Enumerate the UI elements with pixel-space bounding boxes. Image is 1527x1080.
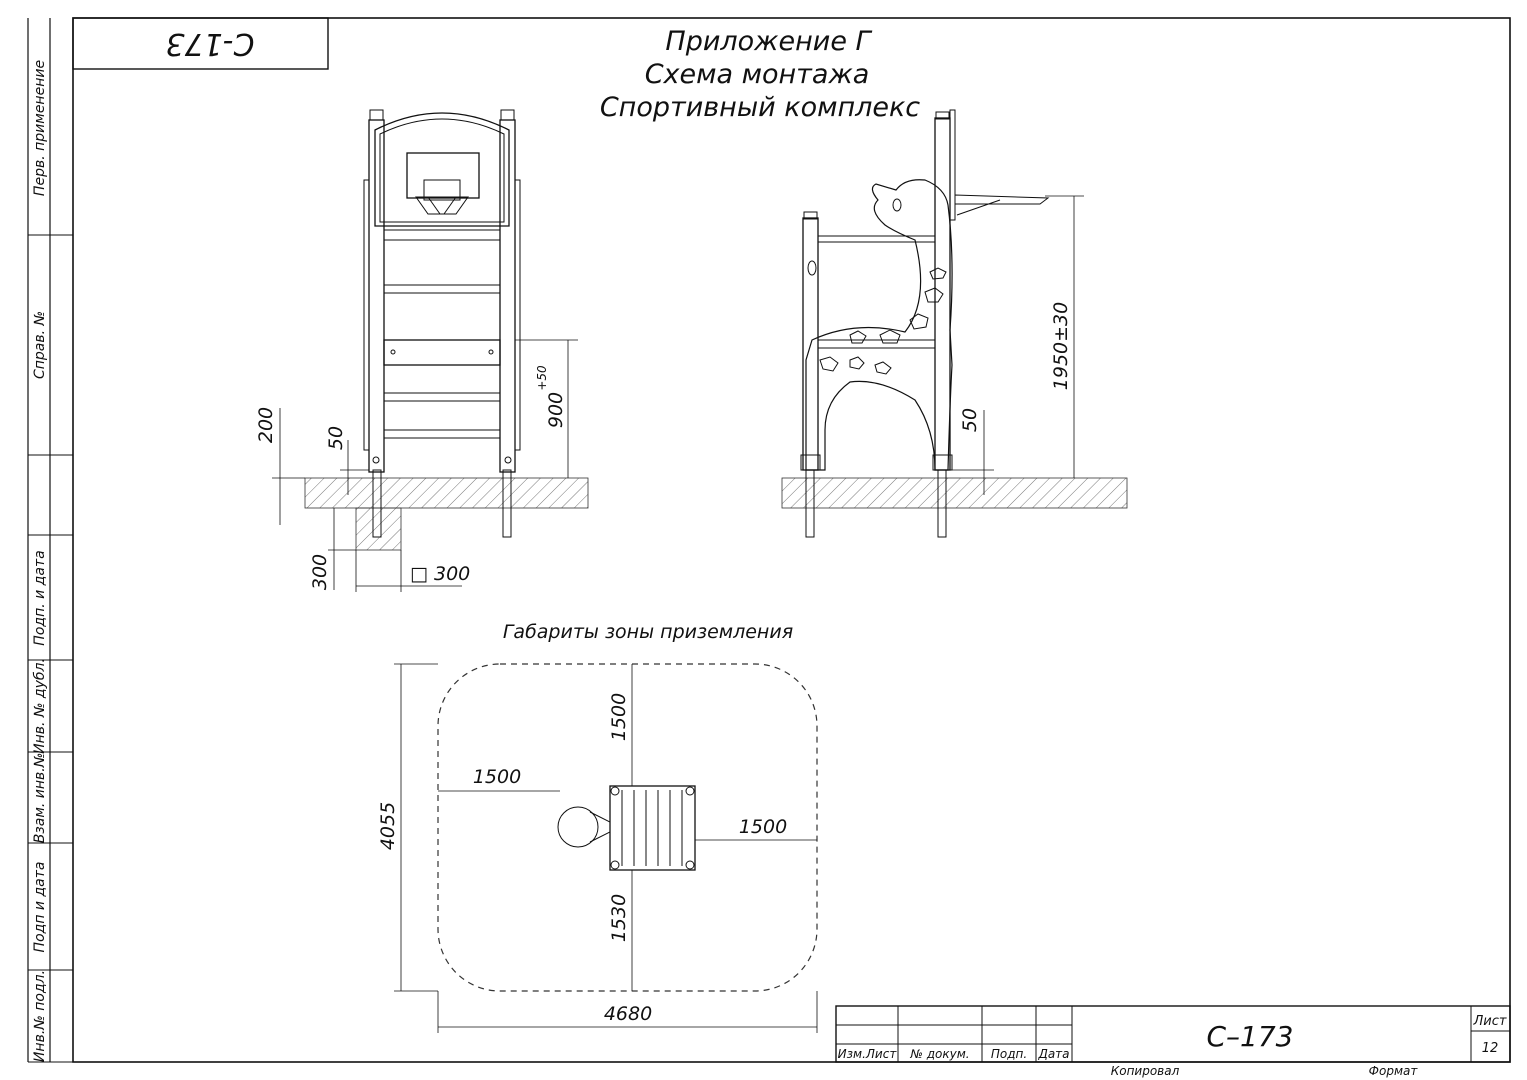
tb-designation: С–173 xyxy=(1207,1020,1294,1053)
dim-front-200: 200 xyxy=(255,407,277,443)
front-footing xyxy=(355,507,402,551)
dim-front-900-tol: +50 xyxy=(535,365,549,391)
title-block: Изм.Лист № докум. Подп. Дата С–173 Лист … xyxy=(835,1005,1511,1078)
tb-format: Формат xyxy=(1369,1064,1419,1078)
front-ground xyxy=(304,477,589,509)
tb-izm-list: Изм.Лист xyxy=(838,1047,898,1061)
title-line-1: Приложение Г xyxy=(665,26,872,57)
tb-data: Дата xyxy=(1037,1047,1069,1061)
side-strip: Перв. применение Справ. № Подп. и дата И… xyxy=(27,18,73,1063)
side-label-podp1: Подп. и дата xyxy=(32,550,48,645)
dim-side-50: 50 xyxy=(959,408,981,432)
side-label-sprav: Справ. № xyxy=(32,311,48,379)
side-ground xyxy=(781,477,1128,509)
tb-podp: Подп. xyxy=(991,1047,1027,1061)
sheet-frame xyxy=(72,17,1511,1063)
side-label-inv-podl: Инв.№ подл. xyxy=(32,970,48,1062)
side-label-podp2: Подп и дата xyxy=(32,862,48,953)
stamp-box xyxy=(72,17,329,70)
dim-side-1950: 1950±30 xyxy=(1050,302,1072,390)
dim-zone-right: 1500 xyxy=(739,816,787,838)
tb-n-dokum: № докум. xyxy=(909,1047,969,1061)
dim-zone-top: 1500 xyxy=(608,693,630,741)
dim-front-900: 900 xyxy=(545,392,567,428)
title-line-3: Спортивный комплекс xyxy=(600,92,920,123)
landing-zone: Габариты зоны приземления 1500 1530 1500… xyxy=(377,621,818,1033)
side-label-inv-dubl: Инв. № дубл. xyxy=(32,658,48,754)
side-label-perv: Перв. применение xyxy=(32,60,48,196)
dim-zone-height: 4055 xyxy=(377,802,399,850)
dim-zone-left: 1500 xyxy=(473,766,521,788)
dim-front-300: 300 xyxy=(309,554,331,590)
front-view: 200 50 900 +50 300 □ 300 xyxy=(255,109,589,592)
side-view: 1950±30 50 xyxy=(781,109,1128,538)
title-line-2: Схема монтажа xyxy=(645,59,870,90)
dim-zone-width: 4680 xyxy=(604,1003,652,1025)
side-label-vzam: Взам. инв.№ xyxy=(32,753,48,844)
stamp-code: C-173 xyxy=(165,26,254,61)
landing-zone-outline xyxy=(437,663,818,992)
landing-zone-title: Габариты зоны приземления xyxy=(503,621,793,643)
tb-kopiroval: Копировал xyxy=(1111,1064,1180,1078)
dim-front-50: 50 xyxy=(325,426,347,450)
dim-zone-bottom: 1530 xyxy=(608,894,630,942)
tb-list-label: Лист xyxy=(1473,1014,1507,1029)
tb-list-value: 12 xyxy=(1482,1041,1499,1056)
dim-front-sq300: □ 300 xyxy=(410,563,470,585)
